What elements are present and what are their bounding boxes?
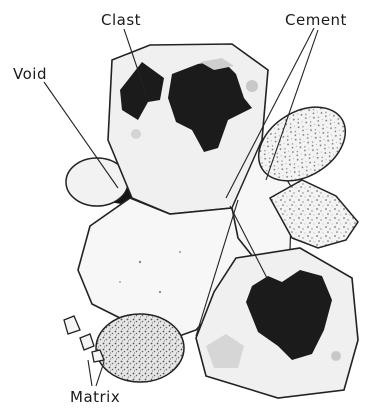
leader-matrix-2 [96,362,104,386]
label-matrix: Matrix [70,388,120,406]
matrix-bit-1 [64,316,80,334]
label-void: Void [13,65,47,83]
leader-matrix-1 [88,360,92,386]
bottom-clast-spot [331,351,341,361]
label-cement: Cement [285,11,347,29]
large-clast-speck-3 [159,291,161,293]
top-clast-spot-2 [131,129,141,139]
large-clast-speck-4 [119,281,121,283]
large-clast-speck-1 [139,261,141,263]
label-clast: Clast [101,11,141,29]
speckled-grain-bottom-left [96,314,184,382]
large-clast-speck-2 [179,251,181,253]
matrix-bit-2 [80,334,94,350]
top-clast-spot-1 [246,80,258,92]
